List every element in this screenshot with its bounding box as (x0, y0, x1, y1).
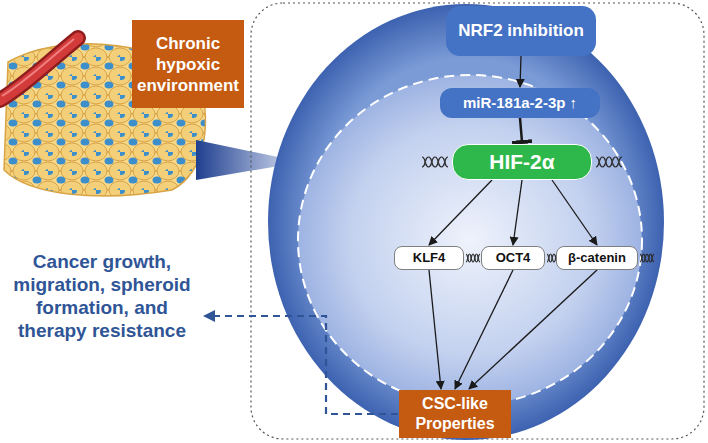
dashed-effect-arrow (212, 316, 398, 414)
dna-symbol (466, 254, 480, 262)
arrow-connector (429, 180, 492, 245)
arrow-connector (469, 270, 597, 389)
condition-box: Chronic hypoxic environment (132, 20, 244, 108)
node-text: OCT4 (496, 250, 531, 266)
arrow-connector (455, 270, 513, 389)
dotted-frame (251, 3, 704, 439)
gene-box: HIF-2α (452, 144, 592, 180)
dna-symbol (596, 157, 622, 167)
cell-body (268, 4, 664, 440)
nucleus (298, 75, 642, 405)
node-text: β-catenin (568, 250, 626, 266)
gene-box: KLF4 (394, 246, 464, 270)
arrow-connector (429, 270, 441, 389)
arrow-connector (520, 56, 521, 87)
node-text: NRF2 inhibition (458, 21, 584, 41)
outcome-box: CSC-like Properties (399, 390, 511, 438)
node-text: KLF4 (413, 250, 446, 266)
node-text: Chronic hypoxic environment (137, 33, 239, 96)
process-box: NRF2 inhibition (446, 6, 596, 56)
mirna-box: miR-181a-2-3p ↑ (440, 88, 600, 118)
dna-symbol (422, 157, 448, 167)
inhibition-connector (520, 118, 522, 142)
gene-box: OCT4 (481, 246, 545, 270)
node-text: CSC-like Properties (404, 394, 506, 434)
arrow-connector (552, 180, 597, 245)
arrow-connector (513, 180, 522, 245)
dna-symbol (640, 254, 654, 262)
node-text: miR-181a-2-3p ↑ (463, 94, 577, 112)
node-text: HIF-2α (489, 150, 554, 174)
gene-box: β-catenin (556, 246, 638, 270)
dashed-arrowhead (203, 310, 215, 322)
outcome-label: Cancer growth, migration, spheroid forma… (4, 250, 200, 342)
